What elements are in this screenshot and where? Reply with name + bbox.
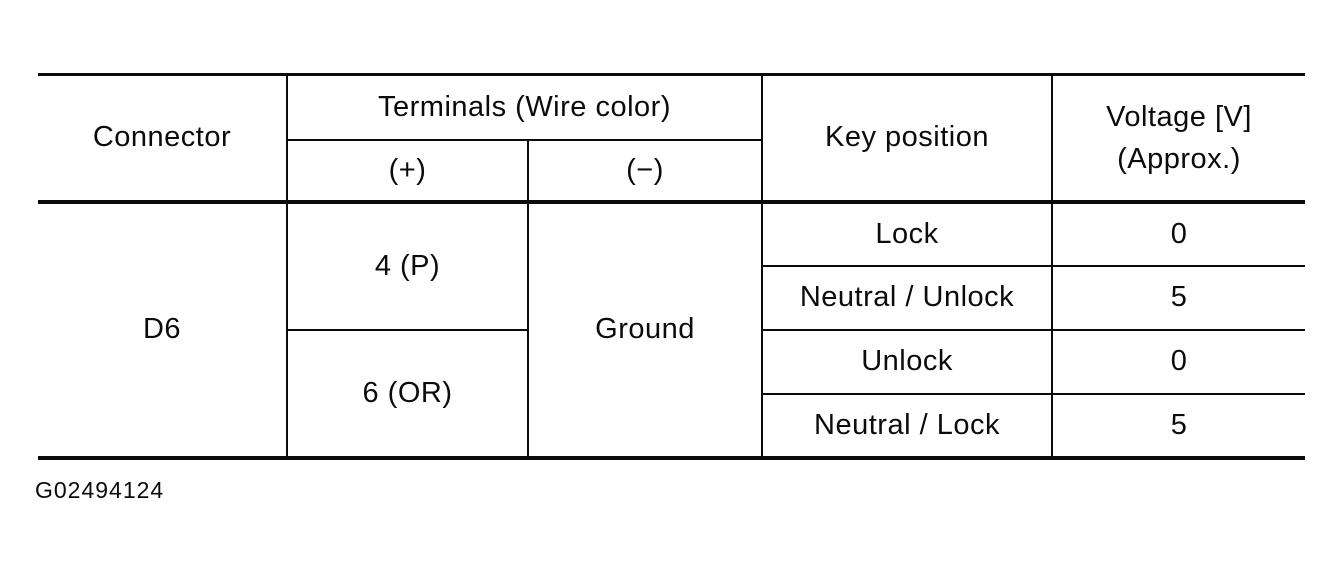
header-terminals: Terminals (Wire color): [285, 73, 764, 141]
cell-voltage: 5: [1051, 392, 1307, 459]
figure-id-caption: G02494124: [35, 477, 165, 503]
header-key-position: Key position: [761, 73, 1054, 203]
header-voltage-line1: Voltage [V]: [1106, 100, 1252, 133]
cell-terminal-plus: 4 (P): [286, 200, 529, 331]
header-voltage: Voltage [V] (Approx.): [1051, 73, 1307, 203]
header-terminal-plus: (+): [286, 138, 529, 203]
cell-key-position: Lock: [761, 200, 1054, 267]
cell-terminal-minus: Ground: [526, 200, 764, 459]
table-row: Neutral / Lock 5: [38, 392, 1307, 459]
table-row: D6 4 (P) Ground Lock 0: [37, 200, 1307, 459]
cell-key-position: Neutral / Lock: [761, 392, 1054, 459]
header-connector: Connector: [37, 73, 288, 203]
cell-voltage: 5: [1051, 264, 1307, 331]
cell-terminal-plus: 6 (OR): [286, 328, 529, 459]
table-row: 6 (OR) Unlock 0: [38, 328, 1307, 459]
cell-key-position: Unlock: [761, 328, 1054, 395]
cell-connector: D6: [37, 200, 288, 459]
table-row: Neutral / Unlock 5: [38, 264, 1307, 331]
cell-voltage: 0: [1051, 328, 1307, 395]
cell-key-position: Neutral / Unlock: [761, 264, 1054, 331]
connector-voltage-table: Connector Terminals (Wire color) Key pos…: [37, 73, 1307, 460]
cell-voltage: 0: [1051, 200, 1307, 267]
table-body: D6 4 (P) Ground Lock 0 Neutral / Unlock …: [37, 200, 1307, 459]
header-terminal-minus: (−): [526, 138, 764, 203]
header-voltage-line2: (Approx.): [1117, 142, 1241, 175]
table-header: Connector Terminals (Wire color) Key pos…: [37, 73, 1307, 203]
